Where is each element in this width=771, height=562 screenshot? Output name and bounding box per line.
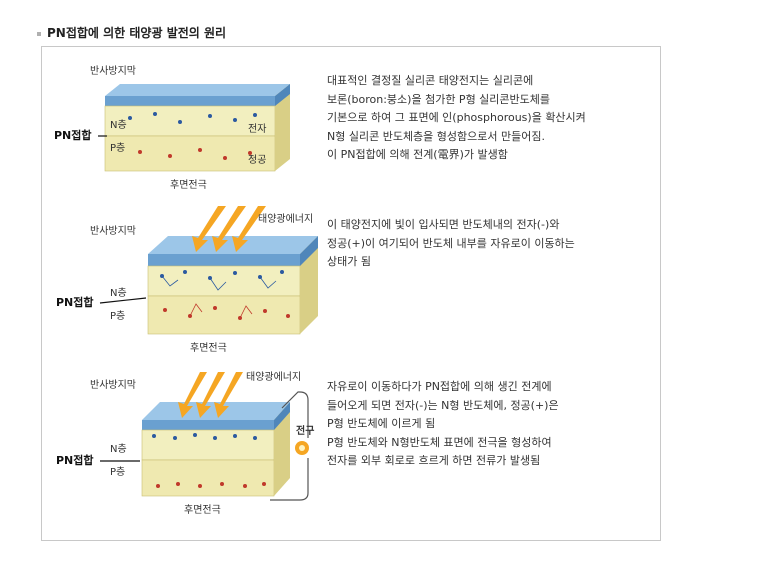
description-1: 대표적인 결정질 실리콘 태양전지는 실리콘에 보론(boron:붕소)을 첨가…: [327, 74, 586, 161]
hole-dots: [138, 148, 252, 160]
n-layer: [104, 105, 276, 137]
bulb-label: 전구: [296, 424, 314, 437]
sunlight-arrows: [192, 206, 266, 252]
back-label: 후면전극: [170, 179, 207, 191]
p-label: P층: [110, 466, 125, 478]
ar-side: [300, 236, 318, 266]
n-label: N층: [110, 443, 127, 455]
ar-label: 반사방지막: [90, 65, 136, 77]
p-layer: [147, 295, 301, 335]
ar-label: 반사방지막: [90, 379, 136, 391]
ar-side: [275, 84, 290, 106]
pn-label: PN접합: [56, 453, 94, 467]
side-face: [275, 84, 290, 171]
ar-front: [105, 96, 275, 106]
ar-top: [148, 236, 318, 254]
pn-label: PN접합: [56, 295, 94, 309]
sunlight-arrows: [178, 372, 243, 418]
energy-label: 태양광에너지: [258, 213, 313, 225]
n-layer: [141, 429, 275, 461]
bulb-icon: [295, 441, 309, 455]
electron-dots: [152, 433, 257, 440]
ar-front: [148, 254, 300, 266]
electron-label: 전자: [248, 123, 266, 135]
description-3: 자유로이 이동하다가 PN접합에 의해 생긴 전계에 들어오게 되면 전자(-)…: [327, 380, 559, 467]
p-label: P층: [110, 142, 125, 154]
pn-arrow: [99, 297, 147, 304]
n-label: N층: [110, 287, 127, 299]
ar-top: [105, 84, 290, 96]
back-label: 후면전극: [184, 504, 221, 516]
diagram-3: 태양광에너지 반사방지막 전구 PN접합 N층 P층 후면전극: [56, 371, 314, 516]
page-title: PN접합에 의한 태양광 발전의 원리: [37, 24, 226, 41]
diagram-2: 태양광에너지 반사방지막 PN접합 N층 P층 후면전극: [56, 206, 318, 354]
description-2: 이 태양전지에 빛이 입사되면 반도체내의 전자(-)와 정공(+)이 여기되어…: [327, 218, 575, 268]
hole-label: 정공: [248, 154, 266, 166]
hole-paths: [189, 303, 253, 319]
bullet-icon: [37, 31, 41, 36]
n-label: N층: [110, 119, 127, 131]
p-layer: [104, 135, 276, 172]
ar-top: [142, 402, 290, 420]
electron-dots: [128, 112, 257, 124]
ar-front: [142, 420, 274, 430]
hole-dots: [156, 482, 266, 488]
electron-paths: [161, 275, 277, 291]
ar-label: 반사방지막: [90, 225, 136, 237]
pn-label: PN접합: [54, 128, 92, 142]
n-layer: [147, 265, 301, 297]
energy-label: 태양광에너지: [246, 371, 301, 383]
diagram-1: 반사방지막 PN접합 N층 P층 전자 정공 후면전극: [54, 65, 290, 191]
back-label: 후면전극: [190, 342, 227, 354]
title-text: PN접합에 의한 태양광 발전의 원리: [47, 26, 227, 40]
p-layer: [141, 459, 275, 497]
ar-side: [274, 402, 290, 430]
circuit-wire: [270, 391, 309, 501]
p-label: P층: [110, 310, 125, 322]
